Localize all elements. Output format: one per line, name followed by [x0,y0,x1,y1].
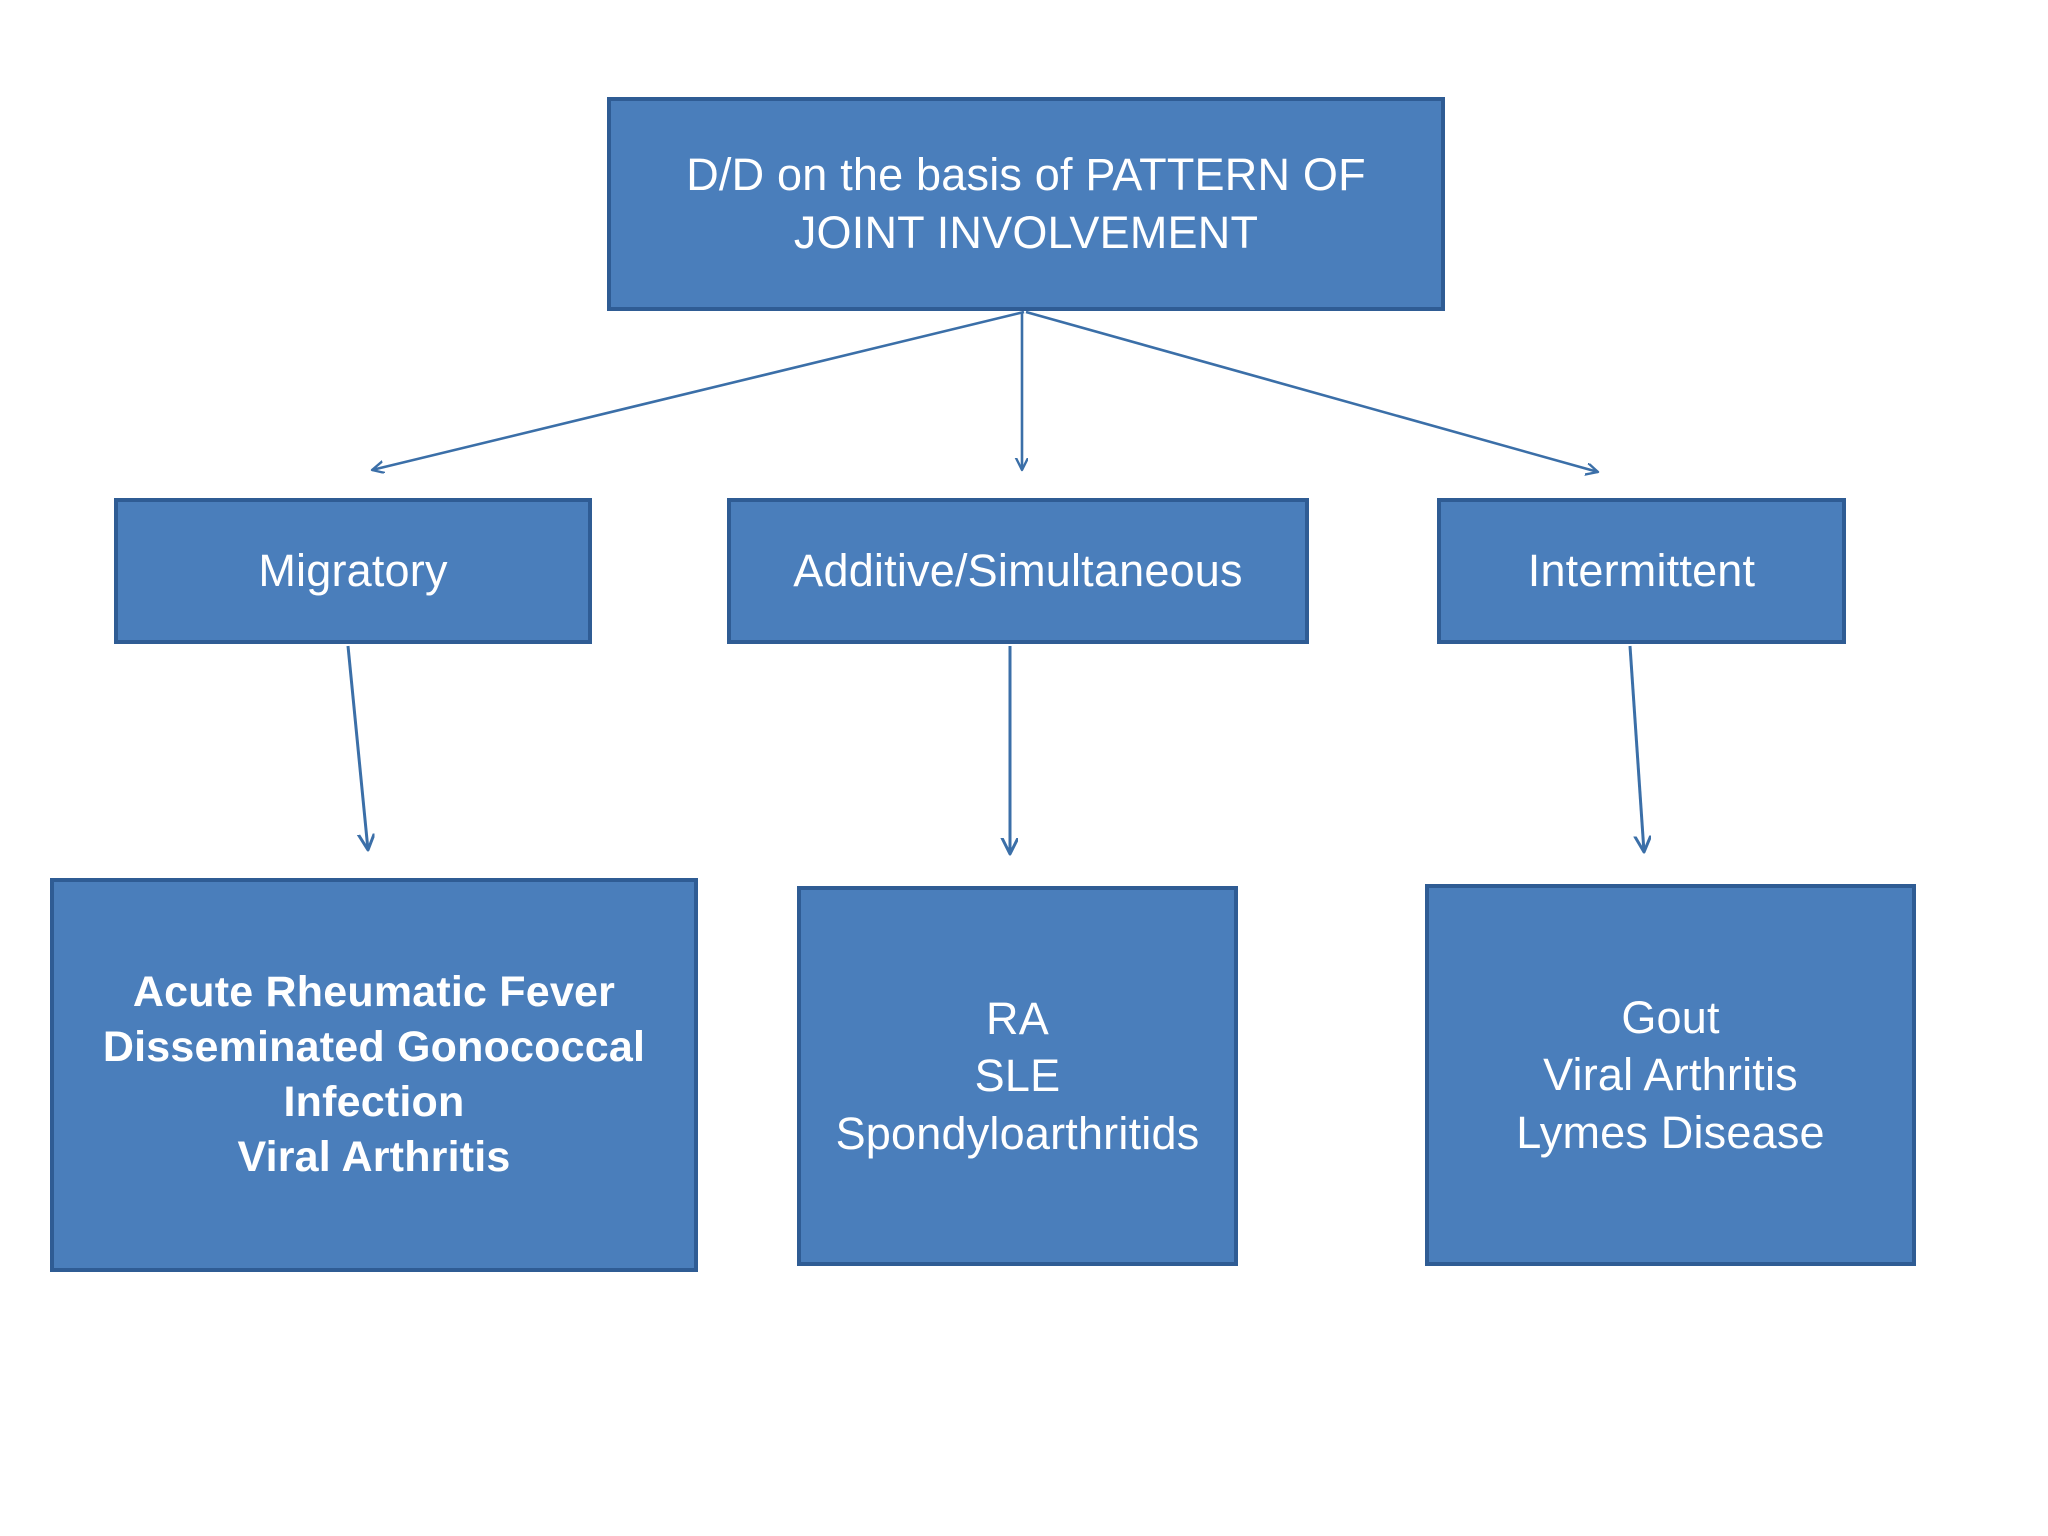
node-intermittent-diagnoses-label: Gout Viral Arthritis Lymes Disease [1516,991,1825,1158]
node-intermittent-label: Intermittent [1527,545,1756,597]
node-additive-simultaneous-label: Additive/Simultaneous [793,545,1243,597]
connector-root-to-migratory [372,310,1025,470]
node-additive-simultaneous-diagnoses[interactable]: RA SLE Spondyloarthritids [797,886,1238,1266]
node-additive-simultaneous[interactable]: Additive/Simultaneous [727,498,1309,644]
node-intermittent[interactable]: Intermittent [1437,498,1846,644]
node-intermittent-diagnoses[interactable]: Gout Viral Arthritis Lymes Disease [1425,884,1916,1266]
node-migratory-diagnoses-label: Acute Rheumatic Fever Disseminated Gonoc… [102,967,646,1182]
node-migratory-label: Migratory [258,545,448,597]
node-migratory-diagnoses[interactable]: Acute Rheumatic Fever Disseminated Gonoc… [50,878,698,1272]
connector-migratory-to-dx [346,645,368,850]
connector-root-to-intermittent [1025,310,1598,472]
node-migratory[interactable]: Migratory [114,498,592,644]
node-root-label: D/D on the basis of PATTERN OF JOINT INV… [686,149,1366,258]
connector-intermittent-to-dx [1628,645,1644,852]
node-root-pattern-of-joint-involvement[interactable]: D/D on the basis of PATTERN OF JOINT INV… [607,97,1445,311]
node-additive-simultaneous-diagnoses-label: RA SLE Spondyloarthritids [835,992,1200,1159]
